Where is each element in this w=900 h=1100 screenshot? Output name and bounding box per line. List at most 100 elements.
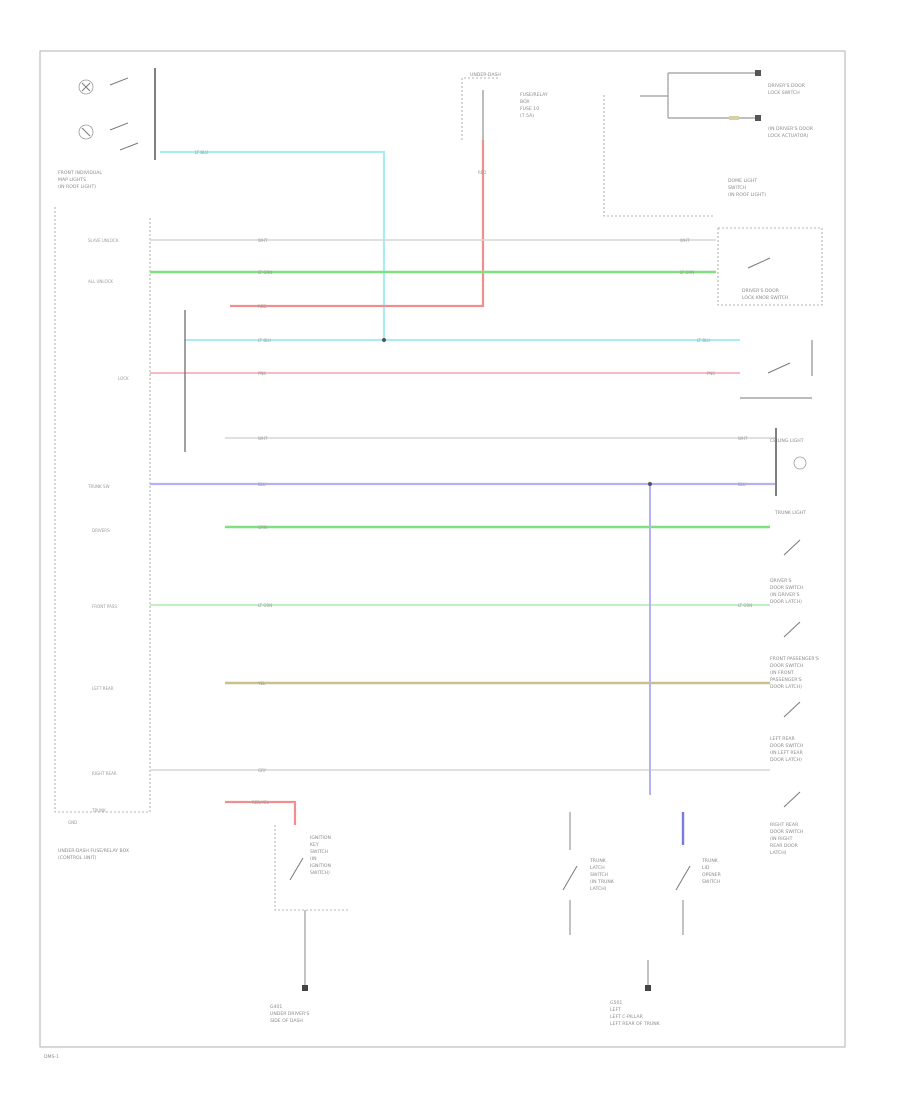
ign-key-label-5: SWITCH) <box>310 870 330 876</box>
right-switch-stack <box>740 340 813 808</box>
trunk-sw2-label-1: LID <box>702 865 710 871</box>
code-lt-blu-2: LT BLU <box>258 338 271 343</box>
code-lt-grn-4: LT GRN <box>738 603 752 608</box>
map-light-switch-1 <box>109 77 129 86</box>
driver-door-switch-label-0: DRIVER'S DOOR <box>768 83 806 89</box>
right-rear-sw-3: REAR DOOR <box>770 843 799 849</box>
code-lt-grn-2: LT GRN <box>680 270 694 275</box>
pin-drivers: DRIVERS <box>92 528 110 533</box>
diagram-frame <box>39 50 846 1048</box>
wire-lt-blu-feed <box>160 150 386 340</box>
map-light-filament-3 <box>81 127 91 137</box>
code-lt-blu-1: LT BLU <box>195 150 208 155</box>
left-rear-sw-3: DOOR LATCH) <box>770 757 802 763</box>
ground-2-label-3: LEFT REAR OF TRUNK <box>610 1021 661 1027</box>
ground-2-icon <box>645 985 651 991</box>
map-light-switch-2 <box>109 122 129 131</box>
dome-switch-label-0: DOME LIGHT <box>728 178 757 184</box>
ground-1-icon <box>302 985 308 991</box>
front-map-light <box>78 68 156 160</box>
trunk-sw1-label-1: LATCH <box>590 865 605 871</box>
fuse-label-4: (7.5A) <box>520 113 534 119</box>
code-red-2: RED <box>258 304 266 309</box>
pin-slave-unlock: SLAVE UNLOCK <box>88 238 119 243</box>
ground-2-label-2: LEFT C-PILLAR <box>610 1014 644 1020</box>
fuse-label-1: FUSE/RELAY <box>520 92 548 98</box>
code-blu-1: BLU <box>258 482 266 487</box>
trunk-sw2-label-0: TRUNK <box>701 858 719 864</box>
code-gry-1: GRY <box>258 768 267 773</box>
driver-door-sw-1: DOOR SWITCH <box>770 585 803 591</box>
ceiling-light-label: CEILING LIGHT <box>770 438 804 444</box>
door-lock-box <box>603 95 715 217</box>
door-lock-knob-label-0: DRIVER'S DOOR <box>742 288 780 294</box>
bottom-switches <box>274 812 691 991</box>
trunk-sw2-blade <box>675 865 691 891</box>
fuse-label-0: UNDER-DASH <box>470 72 501 78</box>
trunk-light-label: TRUNK LIGHT <box>774 510 806 516</box>
trunk-sw2-label-3: SWITCH <box>702 879 720 885</box>
pin-gnd: GND <box>68 820 77 825</box>
front-pass-sw-3: PASSENGER'S <box>770 677 802 683</box>
left-rear-sw-0: LEFT REAR <box>770 736 796 742</box>
lock-diode <box>729 116 739 120</box>
pin-lock: LOCK <box>118 376 129 381</box>
splice-blu <box>648 482 652 486</box>
fuse-box-outline <box>461 77 500 140</box>
module-label-1: (CONTROL UNIT) <box>58 855 97 861</box>
front-pass-switch-blade <box>783 621 801 638</box>
ign-key-label-3: (IN <box>310 856 317 862</box>
ground-1-label-2: SIDE OF DASH <box>270 1018 303 1024</box>
trunk-sw1-blade <box>562 865 578 891</box>
code-yel-1: YEL <box>257 681 266 686</box>
map-light-filament-2 <box>81 82 91 92</box>
map-light-switch-3 <box>119 142 139 151</box>
front-courtesy-label-1: MAP LIGHTS <box>58 177 86 183</box>
left-rear-sw-1: DOOR SWITCH <box>770 743 803 749</box>
lock-knob-switch <box>747 257 771 269</box>
ign-key-label-1: KEY <box>310 842 319 848</box>
pin-all-unlock: ALL UNLOCK <box>88 279 113 284</box>
pin-right-rear: RIGHT REAR <box>92 771 117 776</box>
module-label-0: UNDER-DASH FUSE/RELAY BOX <box>58 848 129 854</box>
front-pass-sw-4: DOOR LATCH) <box>770 684 802 690</box>
code-wht-4: WHT <box>738 436 748 441</box>
lock-terminal-1 <box>755 70 761 76</box>
pin-trunk-sw: TRUNK SW <box>87 484 110 489</box>
code-wht-1: WHT <box>258 238 268 243</box>
trunk-sw1-label-3: (IN TRUNK <box>590 879 615 885</box>
ground-1-label-1: UNDER DRIVER'S <box>270 1011 309 1017</box>
front-pass-sw-0: FRONT PASSENGER'S <box>770 656 819 662</box>
footer-code: DMS-1 <box>44 1054 59 1060</box>
lock-terminal-2 <box>755 115 761 121</box>
code-red-yel: RED/YEL <box>252 800 270 805</box>
wire-ign-key <box>225 800 297 825</box>
right-rear-switch-blade <box>783 791 801 808</box>
door-lock-knob-label-1: LOCK KNOB SWITCH <box>742 295 788 301</box>
ground-2-label-0: G501 <box>610 1000 622 1006</box>
code-grn-1: GRN <box>258 525 267 530</box>
code-red-1: RED <box>478 170 486 175</box>
code-blu-2: BLU <box>738 482 746 487</box>
underdash-fuse <box>461 77 500 140</box>
trunk-sw1-label-0: TRUNK <box>589 858 607 864</box>
code-lt-grn-1: LT GRN <box>258 270 272 275</box>
fuse-label-2: BOX <box>520 99 530 105</box>
lock-knob-box <box>717 227 823 306</box>
code-lt-blu-3: LT BLU <box>697 338 710 343</box>
trunk-sw1-label-2: SWITCH <box>590 872 608 878</box>
driver-door-switch-label-2: (IN DRIVER'S DOOR <box>768 126 814 132</box>
right-rear-sw-2: (IN RIGHT <box>770 836 793 842</box>
control-module-box <box>54 205 151 813</box>
splice-lt-blu <box>382 338 386 342</box>
right-rear-sw-0: RIGHT REAR <box>770 822 799 828</box>
code-lt-grn-3: LT GRN <box>258 603 272 608</box>
dome-switch-label-2: (IN ROOF LIGHT) <box>728 192 766 198</box>
ground-1-label-0: G401 <box>270 1004 282 1010</box>
left-rear-switch-blade <box>783 701 801 718</box>
code-pnk-2: PNK <box>707 371 715 376</box>
code-wht-3: WHT <box>258 436 268 441</box>
dome-switch-blade <box>767 362 791 374</box>
